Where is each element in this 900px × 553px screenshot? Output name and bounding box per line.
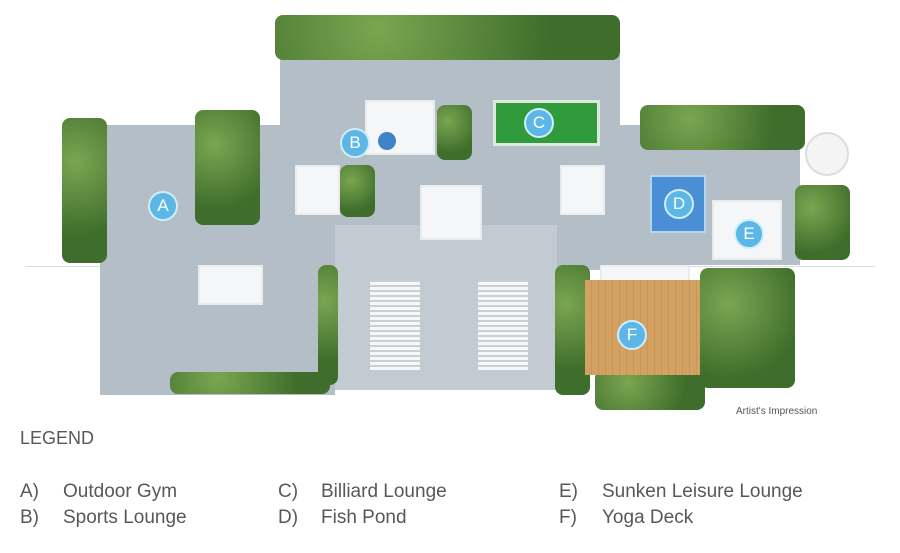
hedge-gym — [195, 110, 260, 225]
hedge-south — [170, 372, 330, 394]
marker-c: C — [524, 108, 554, 138]
staircase-left — [370, 280, 420, 370]
round-feature — [805, 132, 849, 176]
legend-label-d: Fish Pond — [321, 507, 407, 528]
hedge-west — [62, 118, 107, 263]
marker-b: B — [340, 128, 370, 158]
legend-label-c: Billiard Lounge — [321, 481, 447, 502]
hedge-lounge — [437, 105, 472, 160]
hedge-east — [795, 185, 850, 260]
legend-title: LEGEND — [20, 428, 95, 448]
hedge-yoga-east — [700, 268, 795, 388]
floor-plan: A B C D E F Artist's Impression — [25, 15, 875, 417]
legend-key-b: B) — [20, 507, 39, 528]
hedge-east-side — [318, 265, 338, 385]
legend-key-f: F) — [559, 507, 577, 528]
hedge-northeast — [640, 105, 805, 150]
legend-label-e: Sunken Leisure Lounge — [602, 481, 803, 502]
gym-structure — [198, 265, 263, 305]
legend-key-e: E) — [559, 481, 578, 502]
lounge-counter — [365, 100, 435, 155]
hedge-top — [275, 15, 620, 60]
hedge-yoga-west — [555, 265, 590, 395]
legend-key-a: A) — [20, 481, 39, 502]
legend-label-f: Yoga Deck — [602, 507, 694, 528]
hedge-center — [340, 165, 375, 217]
legend-label-a: Outdoor Gym — [63, 481, 178, 502]
legend-label-b: Sports Lounge — [63, 507, 187, 528]
legend-key-d: D) — [278, 507, 299, 528]
sports-ball-icon — [378, 132, 396, 150]
pavilion-right — [560, 165, 605, 215]
sunken-lounge — [712, 200, 782, 260]
legend-key-c: C) — [278, 481, 299, 502]
artists-impression-caption: Artist's Impression — [736, 406, 818, 417]
marker-a: A — [148, 191, 178, 221]
marker-e: E — [734, 219, 764, 249]
staircase-right — [478, 280, 528, 370]
marker-d: D — [664, 189, 694, 219]
hedge-yoga-south — [595, 370, 705, 410]
marker-f: F — [617, 320, 647, 350]
core-room — [420, 185, 482, 240]
pavilion-left — [295, 165, 340, 215]
